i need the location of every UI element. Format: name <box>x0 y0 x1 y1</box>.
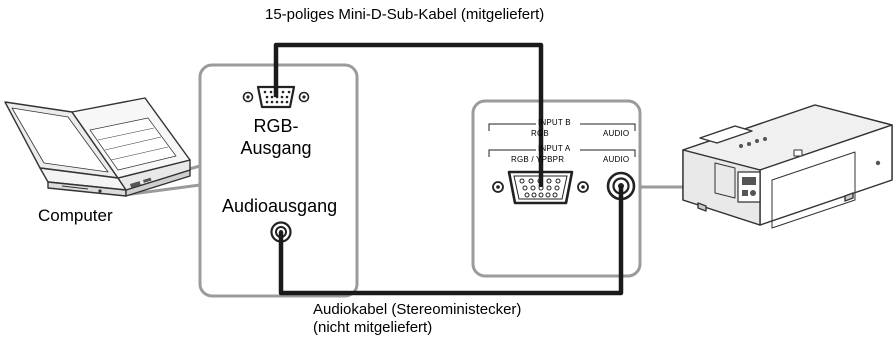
input-b-bracket <box>488 123 636 131</box>
input-b-label: INPUT B <box>538 118 571 127</box>
input-a-label: INPUT A <box>538 144 571 153</box>
rgb-output-label: RGB- Ausgang <box>240 116 312 158</box>
audio-cable-label-line2: (nicht mitgeliefert) <box>313 319 433 336</box>
audio-output-label: Audioausgang <box>222 196 338 216</box>
audio-cable-label: Audiokabel (Stereoministecker) (nicht mi… <box>313 301 521 337</box>
input-b-audio-label: AUDIO <box>603 129 630 138</box>
laptop-illustration <box>4 97 191 197</box>
input-b-rgb-label: RGB <box>531 129 549 138</box>
audio-cable-label-line1: Audiokabel (Stereoministecker) <box>313 301 522 318</box>
computer-label: Computer <box>38 206 113 225</box>
computer-callout-box <box>198 63 359 298</box>
input-a-audio-label: AUDIO <box>603 155 630 164</box>
projector-illustration <box>682 104 893 229</box>
vga-cable-label: 15-poliges Mini-D-Sub-Kabel (mitgeliefer… <box>265 6 545 23</box>
input-a-bracket <box>488 149 636 157</box>
vga-cable <box>273 42 544 187</box>
audio-cable <box>278 186 624 296</box>
input-a-rgb-label: RGB / YPBPR <box>511 155 565 164</box>
